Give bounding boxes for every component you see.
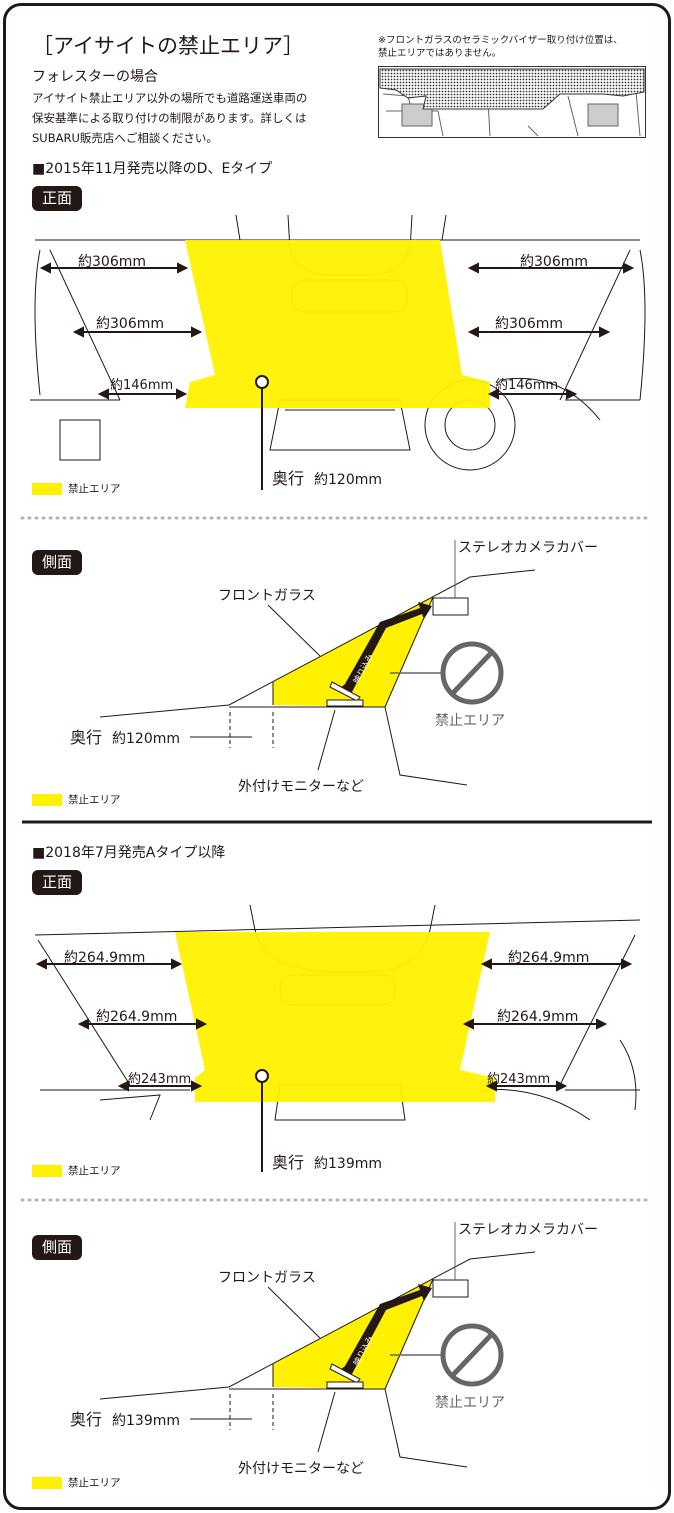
side-view-badge: 側面: [32, 1235, 82, 1260]
depth-label: 奥行: [272, 1153, 304, 1172]
front-view-badge: 正面: [32, 870, 82, 895]
legend-swatch: [32, 482, 62, 495]
dimension-label: 約264.9mm: [64, 950, 145, 966]
note-line: 禁止エリアではありません。: [378, 48, 502, 59]
prohibited-label: 禁止エリア: [435, 1395, 505, 1411]
legend: 禁止エリア: [32, 1475, 121, 1490]
reflection-arrow: [338, 602, 432, 692]
camera-cover: [432, 1279, 469, 1298]
legend-label: 禁止エリア: [68, 794, 121, 806]
prohibited-label: 禁止エリア: [435, 713, 505, 729]
intro-line: アイサイト禁止エリア以外の場所でも道路運送車両の: [32, 91, 308, 105]
monitor-label: 外付けモニターなど: [238, 779, 364, 795]
legend-label: 禁止エリア: [68, 483, 121, 495]
section-heading: ■2018年7月発売Aタイプ以降: [32, 845, 226, 861]
intro-line: SUBARU販売店へご相談ください。: [32, 131, 218, 145]
legend-swatch: [32, 793, 62, 806]
legend: 禁止エリア: [32, 792, 121, 807]
dimension-label: 約306mm: [78, 254, 146, 270]
prohibited-area: [185, 240, 490, 408]
depth-label: 奥行: [70, 728, 102, 747]
legend: 禁止エリア: [32, 1163, 121, 1178]
depth-value: 約139mm: [314, 1156, 382, 1172]
dimension-label: 約264.9mm: [497, 1009, 578, 1025]
windshield-label: フロントガラス: [218, 1270, 316, 1286]
prohibited-icon: [440, 1323, 504, 1387]
legend-label: 禁止エリア: [68, 1165, 121, 1177]
note-line: ※フロントガラスのセラミックバイザー取り付け位置は、: [378, 35, 623, 46]
depth-value: 約120mm: [314, 472, 382, 488]
legend-swatch: [32, 1476, 62, 1489]
depth-value: 約139mm: [112, 1413, 180, 1429]
front-view-badge: 正面: [32, 186, 82, 211]
depth-marker: [255, 375, 269, 389]
dimension-label: 約306mm: [520, 254, 588, 270]
camera-cover: [432, 597, 469, 616]
reflection-arrow: [338, 1284, 432, 1374]
depth-label: 奥行: [70, 1410, 102, 1429]
prohibited-icon: [440, 641, 504, 705]
camera-cover-label: ステレオカメラカバー: [458, 1222, 598, 1238]
dimension-label: 約264.9mm: [508, 950, 589, 966]
dimension-label: 約264.9mm: [96, 1009, 177, 1025]
legend-swatch: [32, 1164, 62, 1177]
dimension-arrows: [39, 262, 635, 400]
page-title: ［アイサイトの禁止エリア］: [32, 34, 304, 58]
depth-value: 約120mm: [112, 731, 180, 747]
page-subtitle: フォレスターの場合: [32, 69, 158, 85]
depth-marker: [255, 1069, 269, 1083]
legend: 禁止エリア: [32, 481, 121, 496]
dimension-label: 約146mm: [110, 378, 173, 393]
external-monitor: [326, 699, 364, 707]
camera-cover-label: ステレオカメラカバー: [458, 540, 598, 556]
external-monitor: [326, 1381, 364, 1389]
dimension-label: 約243mm: [128, 1072, 191, 1087]
dimension-label: 約306mm: [96, 316, 164, 332]
prohibited-area: [175, 932, 495, 1102]
ceramic-visor-illustration: [378, 66, 646, 138]
section-heading: ■2015年11月発売以降のD、Eタイプ: [32, 161, 273, 177]
intro-text: アイサイト禁止エリア以外の場所でも道路運送車両の 保安基準による取り付けの制限が…: [32, 88, 307, 148]
monitor-label: 外付けモニターなど: [238, 1461, 364, 1477]
windshield-label: フロントガラス: [218, 588, 316, 604]
dimension-arrows: [35, 958, 633, 1092]
legend-label: 禁止エリア: [68, 1477, 121, 1489]
page-frame: [3, 3, 671, 1510]
intro-line: 保安基準による取り付けの制限があります。詳しくは: [32, 111, 307, 125]
dimension-label: 約243mm: [487, 1072, 550, 1087]
dimension-label: 約146mm: [495, 378, 558, 393]
depth-label: 奥行: [272, 469, 304, 488]
visor-note: ※フロントガラスのセラミックバイザー取り付け位置は、 禁止エリアではありません。: [378, 34, 623, 60]
side-view-badge: 側面: [32, 550, 82, 575]
side-view-diagram-1: 映り込み 禁止エリア ステレオカメラカバー フロントガラス 外付けモニターなど …: [22, 540, 652, 824]
front-view-diagram-2: 約264.9mm 約264.9mm 約264.9mm 約264.9mm 約243…: [20, 904, 652, 1202]
dimension-label: 約306mm: [495, 316, 563, 332]
front-view-diagram-1: 約306mm 約306mm 約306mm 約306mm 約146mm 約146m…: [20, 214, 652, 520]
